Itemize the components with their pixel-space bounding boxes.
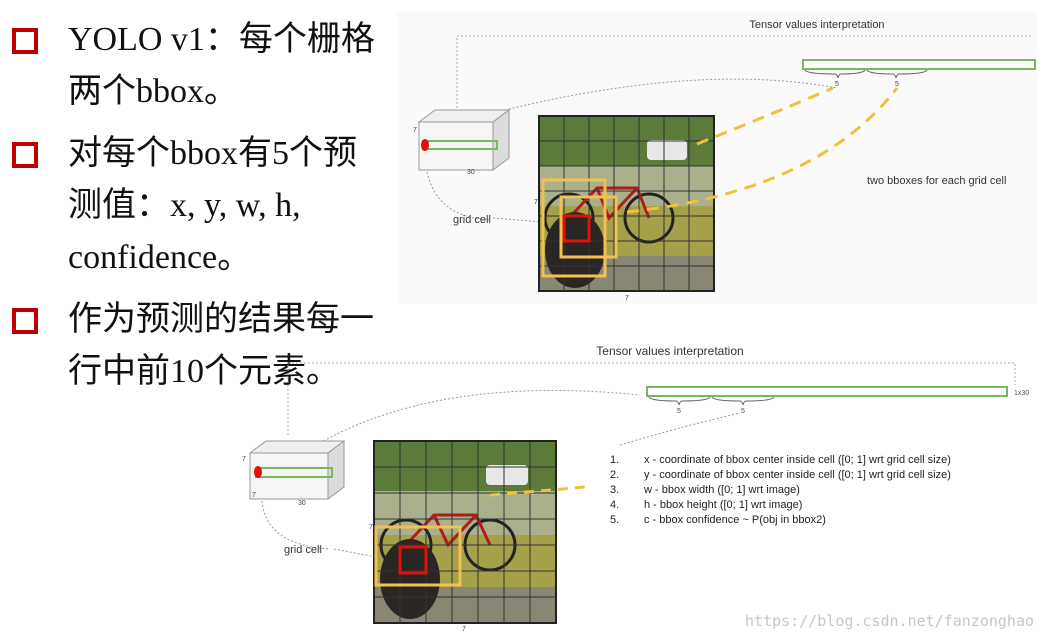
bullet-item-2: 对每个bbox有5个预测值：x, y, w, h, confidence。 (10, 128, 390, 284)
tensor-vector (802, 59, 1036, 70)
grid-dim-left: 7 (369, 524, 373, 531)
bbox-1 (374, 525, 462, 587)
top-diagram: Tensor values interpretation 5 5 7 30 gr… (397, 12, 1037, 304)
bullet-text-2: 对每个bbox有5个预测值：x, y, w, h, confidence。 (68, 135, 357, 276)
grid-cell-label: grid cell (453, 214, 491, 226)
list-text-2: y - coordinate of bbox center inside cel… (644, 469, 951, 481)
bottom-diagram: Tensor values interpretation 1x30 5 5 7 … (240, 335, 1040, 635)
bullet-square-icon (12, 28, 38, 54)
bullet-item-1: YOLO v1：每个栅格两个bbox。 (10, 14, 390, 118)
brace-icon (804, 69, 866, 79)
bottom-title: Tensor values interpretation (596, 344, 743, 358)
cube-dim-7: 7 (413, 127, 417, 134)
list-num-3: 3. (610, 484, 619, 496)
grid-dim-bottom: 7 (625, 295, 629, 302)
grid-cell-highlight (398, 545, 428, 575)
list-num-1: 1. (610, 454, 619, 466)
list-text-4: h - bbox height ([0; 1] wrt image) (644, 499, 802, 511)
interpretation-list: 1. x - coordinate of bbox center inside … (610, 454, 951, 526)
photo-grid (373, 440, 557, 624)
brace-label-2: 5 (895, 81, 899, 88)
bbox-2 (559, 195, 618, 259)
yellow-link (489, 485, 586, 497)
brace-label-2: 5 (741, 408, 745, 415)
cube-cell-marker (254, 466, 262, 478)
list-num-4: 4. (610, 499, 619, 511)
tensor-vector (646, 386, 1008, 397)
bullet-square-icon (12, 142, 38, 168)
grid-dim-bottom: 7 (462, 626, 466, 633)
brace-label-1: 5 (677, 408, 681, 415)
top-diagram-svg: Tensor values interpretation 5 5 7 30 gr… (397, 12, 1037, 304)
brace-icon (711, 396, 775, 406)
bullet-text-3: 作为预测的结果每一行中前10个元素。 (68, 301, 374, 390)
cube-dim-7a: 7 (242, 456, 246, 463)
watermark: https://blog.csdn.net/fanzonghao (745, 612, 1034, 630)
tensor-cube-front (418, 121, 494, 171)
bullet-item-3: 作为预测的结果每一行中前10个元素。 (10, 294, 390, 398)
grid-cell-label: grid cell (284, 544, 322, 556)
brace-icon (648, 396, 711, 406)
top-title: Tensor values interpretation (749, 19, 884, 31)
list-text-1: x - coordinate of bbox center inside cel… (644, 454, 951, 466)
cube-cell-marker (421, 139, 429, 151)
cube-dim-30: 30 (467, 169, 475, 176)
bottom-diagram-svg: Tensor values interpretation 1x30 5 5 7 … (242, 344, 1029, 633)
photo-grid (538, 115, 715, 292)
vector-label: 1x30 (1014, 390, 1029, 397)
grid-dim-left: 7 (534, 199, 538, 206)
yellow-link-2 (626, 87, 899, 214)
bullet-list: YOLO v1：每个栅格两个bbox。 对每个bbox有5个预测值：x, y, … (10, 14, 390, 408)
bike-wheel (623, 192, 675, 244)
cube-dim-30: 30 (298, 500, 306, 507)
brace-icon (866, 69, 928, 79)
brace-label-1: 5 (835, 81, 839, 88)
list-text-5: c - bbox confidence ~ P(obj in bbox2) (644, 514, 826, 526)
two-bboxes-annotation: two bboxes for each grid cell (867, 175, 1006, 187)
list-text-3: w - bbox width ([0; 1] wrt image) (643, 484, 800, 496)
bullet-square-icon (12, 308, 38, 334)
cube-dim-7b: 7 (252, 492, 256, 499)
bullet-text-1: YOLO v1：每个栅格两个bbox。 (68, 21, 375, 110)
list-num-2: 2. (610, 469, 619, 481)
grid-cell-highlight (562, 214, 591, 243)
list-num-5: 5. (610, 514, 619, 526)
bbox-1 (541, 178, 607, 278)
dog-shape (380, 539, 440, 619)
